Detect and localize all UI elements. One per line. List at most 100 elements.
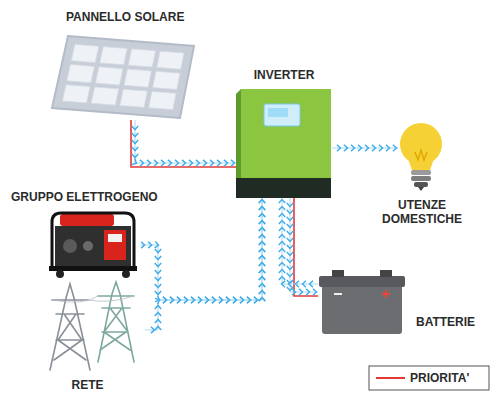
panel-cell (153, 71, 180, 89)
generator-part (63, 239, 77, 253)
connector-chevron (259, 221, 265, 225)
priority-line (294, 198, 318, 296)
connector-chevron (155, 256, 161, 260)
node-label: RETE (30, 378, 145, 392)
connector-chevron (132, 140, 138, 144)
generator: GRUPPO ELETTROGENO (15, 186, 140, 278)
bulb-base (411, 170, 431, 175)
panel-cells (62, 44, 184, 109)
connector-chevron (191, 297, 195, 303)
connector-chevron (259, 242, 265, 246)
connector-chevron (351, 145, 355, 151)
legend-line-sample (376, 377, 405, 379)
connector-chevron (219, 297, 223, 303)
connector-chevron (365, 145, 369, 151)
connector-chevron (309, 281, 313, 287)
generator-frame (52, 213, 134, 268)
solar-panel-illustration (52, 36, 194, 118)
panel-cell (91, 87, 119, 105)
generator-tank (60, 214, 114, 226)
connector-chevron (203, 160, 207, 166)
connector-chevron (259, 298, 265, 302)
connector-chevron (287, 273, 293, 277)
inverter-screen (264, 104, 300, 126)
connector-chevron (259, 249, 265, 253)
connector-chevron (155, 297, 161, 304)
household-load: UTENZE DOMESTICHE (398, 112, 446, 230)
connector-chevron (287, 238, 293, 242)
connector-chevron (155, 291, 161, 295)
connector-chevron (393, 145, 397, 151)
connector-chevron (306, 289, 310, 295)
bulb-tip (418, 187, 424, 191)
connector-chevron (279, 270, 285, 274)
connector-chevron (155, 312, 161, 316)
connector-chevron (259, 256, 265, 260)
node-label: UTENZE DOMESTICHE (376, 198, 468, 227)
legend-box (369, 366, 489, 390)
connector-chevron (279, 214, 285, 218)
bulb-illustration (400, 123, 442, 191)
plus-symbol (382, 290, 390, 298)
connector-chevron (279, 242, 285, 246)
generator-part (83, 241, 93, 251)
connector-chevron (287, 266, 293, 270)
connector-chevron (240, 297, 244, 303)
pylon (50, 284, 90, 370)
panel-cell (149, 91, 176, 109)
battery: BATTERIE (318, 268, 478, 338)
bulb-base (414, 182, 428, 187)
connector-chevron (205, 297, 209, 303)
connector-chevron (155, 263, 161, 267)
connector-chevron (295, 281, 299, 287)
connector-chevron (259, 270, 265, 274)
connector-chevron (155, 284, 161, 288)
legend-label: PRIORITA' (410, 371, 469, 385)
connector-chevron (259, 263, 265, 267)
node-label: BATTERIE (416, 315, 486, 329)
connector-chevron (175, 160, 179, 166)
connector-chevron (292, 289, 296, 295)
panel-cell (71, 44, 98, 62)
battery-lid (319, 276, 405, 287)
panel-cell (62, 85, 90, 103)
minus-symbol (334, 293, 342, 295)
generator-engine (55, 226, 131, 266)
battery-illustration (319, 270, 405, 334)
connector-chevron (132, 126, 138, 130)
connector-chevron (287, 252, 293, 256)
bulb-base (411, 176, 431, 181)
connector-chevron (259, 284, 265, 288)
panel-cell (157, 51, 184, 69)
connector-chevron (302, 281, 306, 287)
connector-chevron (147, 160, 151, 166)
connector-chevron (168, 160, 172, 166)
connector-chevron (132, 159, 138, 166)
inverter-base (236, 178, 331, 198)
power-grid: RETE (30, 278, 145, 396)
connector-chevron (279, 277, 285, 281)
connector-chevron (279, 256, 285, 260)
panel-frame (52, 36, 194, 118)
connector-chevron (279, 221, 285, 225)
connector-chevron (279, 235, 285, 239)
connector-chevron (233, 297, 237, 303)
connector-chevron (287, 217, 293, 221)
pylon (98, 282, 134, 362)
connector-chevron (287, 203, 293, 207)
battery-terminal (380, 270, 392, 277)
connector-chevron (279, 200, 285, 204)
connector-chevron (259, 200, 265, 204)
inverter-side (236, 89, 241, 186)
connector-line (290, 198, 318, 292)
connector-line (282, 198, 318, 284)
connector-chevron (154, 160, 158, 166)
generator-panel (104, 230, 126, 260)
connector-chevron (155, 305, 161, 309)
connector-chevron (337, 145, 341, 151)
connector-chevron (198, 297, 202, 303)
connector-chevron (155, 249, 161, 253)
generator-wheel (56, 270, 64, 278)
connector-chevron (163, 297, 167, 303)
connector-chevron (196, 160, 200, 166)
